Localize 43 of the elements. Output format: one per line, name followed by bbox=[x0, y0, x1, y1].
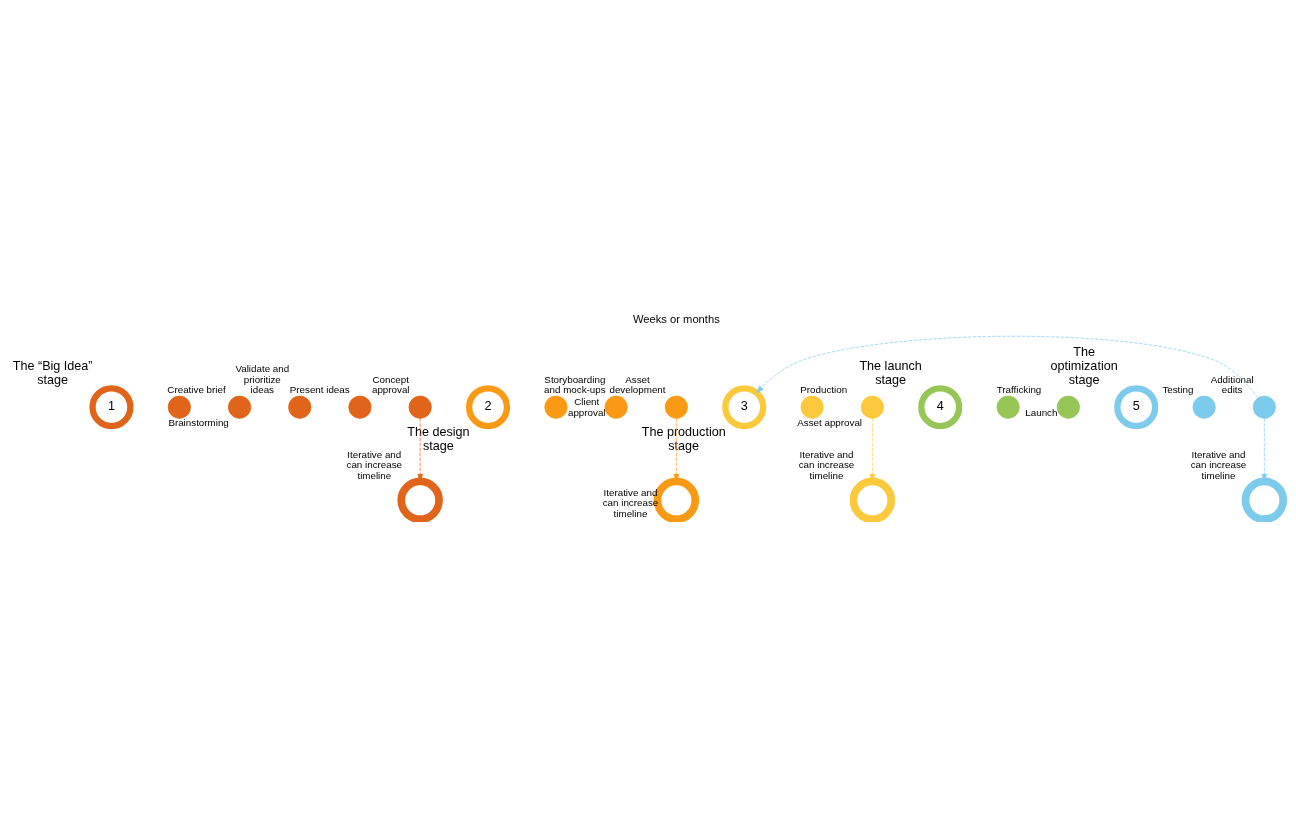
node-circle bbox=[228, 395, 252, 419]
node-label: Asset approval bbox=[797, 417, 863, 429]
node-label: Iterative and can increase timeline bbox=[1190, 448, 1247, 481]
node-circle bbox=[167, 395, 191, 419]
node-label: Client approval bbox=[567, 396, 606, 418]
node-label: Validate and prioritize ideas bbox=[235, 363, 290, 396]
node-label: Production bbox=[800, 384, 848, 396]
node-circle bbox=[348, 395, 372, 419]
node-label: Trafficking bbox=[996, 384, 1042, 396]
node-label: Additional edits bbox=[1210, 373, 1254, 396]
node-circle bbox=[1252, 395, 1276, 419]
node-circle bbox=[849, 477, 896, 522]
node-circle bbox=[996, 395, 1020, 419]
node-circle: 5 bbox=[1114, 385, 1159, 430]
node-circle bbox=[1056, 395, 1080, 419]
node-circle bbox=[408, 395, 432, 419]
node-circle bbox=[664, 395, 688, 419]
label: Weeks or months bbox=[632, 313, 720, 326]
node-label: Launch bbox=[1025, 406, 1058, 418]
node-label: The “Big Idea” stage bbox=[12, 359, 93, 388]
node-label: The launch stage bbox=[859, 359, 922, 388]
node-label: Storyboarding and mock-ups bbox=[544, 373, 606, 396]
node-circle bbox=[604, 395, 628, 419]
node-label: Present ideas bbox=[289, 384, 350, 396]
node-label: Asset development bbox=[609, 373, 666, 396]
node-label: The optimization stage bbox=[1050, 345, 1118, 388]
node-circle: 1 bbox=[89, 385, 134, 430]
node-label: Creative brief bbox=[167, 384, 226, 396]
node-label: Concept approval bbox=[371, 373, 410, 396]
node-label: Brainstorming bbox=[168, 417, 229, 429]
node-circle bbox=[544, 395, 568, 419]
node-circle bbox=[288, 395, 312, 419]
node-circle bbox=[800, 395, 824, 419]
node-circle bbox=[1192, 395, 1216, 419]
node-label: Iterative and can increase timeline bbox=[346, 448, 403, 481]
node-circle: 2 bbox=[466, 385, 511, 430]
node-label: Testing bbox=[1162, 384, 1194, 396]
arrow bbox=[756, 335, 1259, 399]
node-circle bbox=[397, 477, 443, 522]
node-label: Iterative and can increase timeline bbox=[798, 448, 855, 481]
node-circle bbox=[860, 395, 884, 419]
node-circle bbox=[1241, 477, 1288, 522]
node-circle: 4 bbox=[918, 385, 963, 430]
